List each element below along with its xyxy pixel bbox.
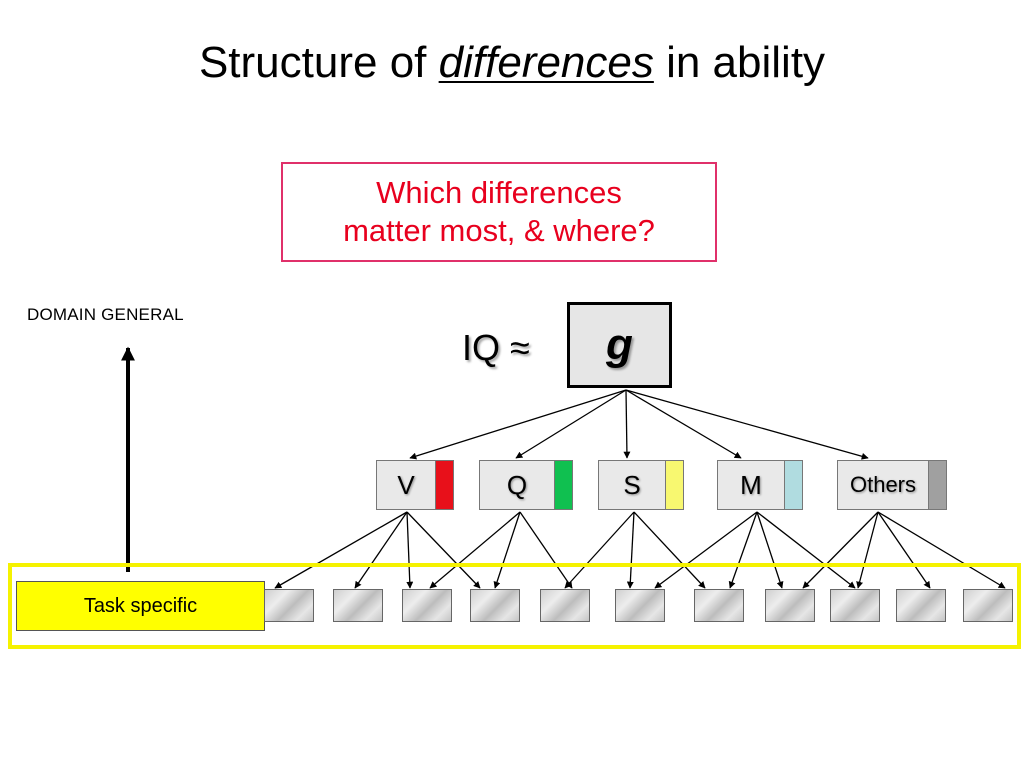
ability-to-task-arrow bbox=[802, 511, 879, 589]
ability-box-v: V bbox=[376, 460, 454, 510]
ability-to-task-arrow bbox=[626, 511, 635, 589]
ability-to-task-arrow bbox=[493, 511, 521, 589]
ability-swatch-others bbox=[928, 461, 946, 509]
ability-label-q: Q bbox=[506, 469, 528, 500]
task-box-11 bbox=[963, 589, 1013, 622]
ability-to-task-arrow bbox=[756, 511, 856, 589]
ability-box-s: S bbox=[598, 460, 684, 510]
title-prefix: Structure of bbox=[198, 38, 439, 87]
g-to-ability-arrow bbox=[409, 389, 627, 460]
task-box-7 bbox=[694, 589, 744, 622]
ability-to-task-arrow bbox=[856, 511, 879, 589]
ability-to-task-arrow bbox=[406, 511, 414, 589]
ability-to-task-arrow bbox=[429, 511, 521, 589]
question-line-2: matter most, & where? bbox=[343, 213, 655, 248]
ability-box-m: M bbox=[717, 460, 803, 510]
ability-swatch-m bbox=[784, 461, 802, 509]
iq-approx-label: IQ ≈ bbox=[462, 327, 530, 368]
task-box-8 bbox=[765, 589, 815, 622]
task-box-10 bbox=[896, 589, 946, 622]
task-box-3 bbox=[402, 589, 452, 622]
ability-to-task-arrow bbox=[728, 511, 758, 589]
task-box-9 bbox=[830, 589, 880, 622]
ability-box-others: Others bbox=[837, 460, 947, 510]
task-specific-strip bbox=[8, 563, 1021, 649]
ability-swatch-s bbox=[665, 461, 683, 509]
ability-label-s: S bbox=[623, 469, 641, 500]
ability-swatch-q bbox=[554, 461, 572, 509]
ability-label-others: Others bbox=[849, 472, 917, 497]
g-factor-box: g bbox=[567, 302, 672, 388]
ability-to-task-arrow bbox=[877, 511, 1006, 589]
ability-to-task-arrow bbox=[406, 511, 481, 589]
task-box-6 bbox=[615, 589, 665, 622]
g-to-ability-arrow bbox=[623, 389, 631, 459]
task-box-4 bbox=[470, 589, 520, 622]
task-box-2 bbox=[333, 589, 383, 622]
task-specific-label: Task specific bbox=[16, 581, 265, 631]
ability-to-task-arrow bbox=[654, 511, 758, 589]
ability-swatch-v bbox=[435, 461, 453, 509]
ability-label-m: M bbox=[740, 469, 762, 500]
ability-to-task-arrow bbox=[564, 511, 635, 589]
task-box-1 bbox=[264, 589, 314, 622]
ability-to-task-arrow bbox=[756, 511, 784, 589]
g-to-ability-arrow bbox=[625, 389, 742, 459]
question-line-1: Which differences bbox=[376, 175, 622, 210]
g-to-ability-arrow bbox=[625, 389, 869, 460]
ability-box-q: Q bbox=[479, 460, 573, 510]
ability-to-task-arrow bbox=[274, 511, 408, 589]
domain-general-label: DOMAIN GENERAL bbox=[27, 305, 184, 324]
task-box-5 bbox=[540, 589, 590, 622]
title-emphasis: differences bbox=[438, 38, 654, 87]
ability-to-task-arrow bbox=[633, 511, 706, 589]
g-to-ability-arrow bbox=[515, 389, 627, 459]
title-suffix: in ability bbox=[653, 38, 826, 87]
ability-to-task-arrow bbox=[354, 511, 408, 589]
ability-label-v: V bbox=[397, 469, 415, 500]
ability-to-task-arrow bbox=[877, 511, 931, 589]
slide-title: Structure of differences in ability bbox=[0, 38, 1024, 88]
question-box: Which differences matter most, & where? bbox=[281, 162, 717, 262]
ability-to-task-arrow bbox=[519, 511, 573, 589]
